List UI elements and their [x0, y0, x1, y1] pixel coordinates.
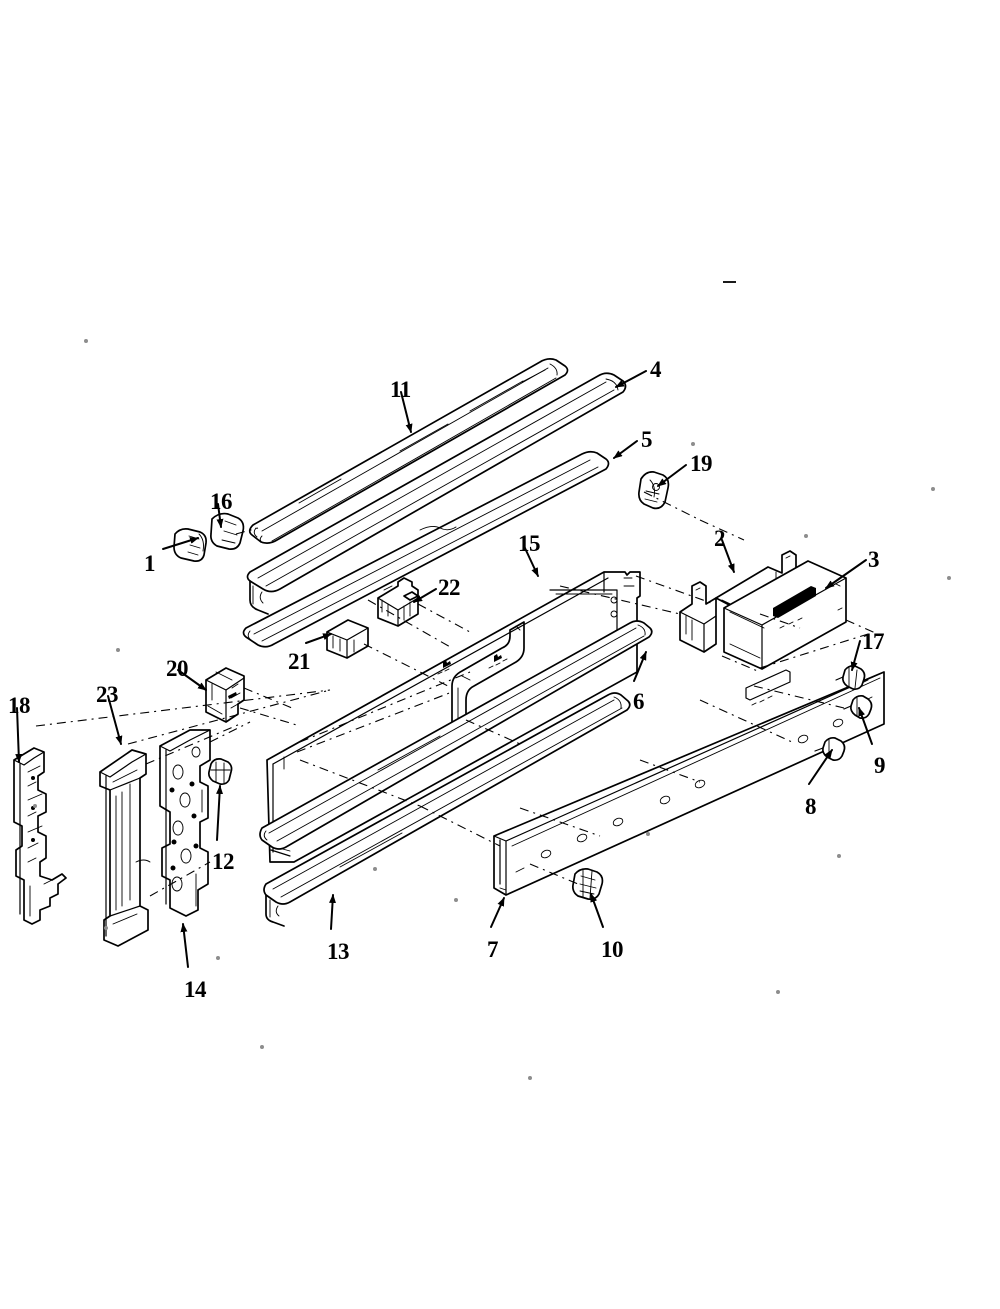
part-13-bottom-trim-rail [263, 692, 631, 927]
scan-speck [528, 1076, 532, 1080]
part-9-screw-lower [843, 694, 873, 720]
scan-speck [260, 1045, 264, 1049]
scan-speck [804, 534, 808, 538]
callout-5: 5 [641, 427, 653, 452]
scan-speck [116, 648, 120, 652]
callout-8: 8 [805, 794, 817, 819]
callout-17: 17 [862, 629, 885, 654]
part-8-screw-panel [814, 736, 846, 762]
callout-2: 2 [714, 526, 726, 551]
part-14-side-mounting-bracket [159, 729, 211, 917]
callout-9: 9 [874, 753, 886, 778]
part-23-door-handle [99, 749, 151, 947]
scan-speck [373, 867, 377, 871]
scan-speck [691, 442, 695, 446]
part-18-left-side-trim [13, 747, 67, 925]
part-7-control-face-panel [493, 669, 885, 896]
part-4-backguard-top-panel [246, 372, 627, 615]
callout-1: 1 [144, 551, 156, 576]
callout-7: 7 [487, 937, 499, 962]
scan-speck [646, 832, 650, 836]
scan-speck [454, 898, 458, 902]
scan-speck [84, 339, 88, 343]
callout-10: 10 [601, 937, 624, 962]
part-11-upper-trim-rail [248, 358, 569, 544]
callout-15: 15 [518, 531, 541, 556]
scan-speck [837, 854, 841, 858]
part-22-switch-assembly [377, 577, 419, 627]
callout-19: 19 [690, 451, 713, 476]
part-20-latch-mechanism [205, 667, 245, 723]
assembly-reference-dashed-lines [35, 491, 883, 897]
scan-speck [216, 956, 220, 960]
callout-18: 18 [8, 693, 31, 718]
callout-leader-lines [15, 370, 873, 968]
scan-speck [33, 804, 37, 808]
callout-11: 11 [390, 377, 411, 402]
callout-23: 23 [96, 682, 119, 707]
part-1-end-cap-left [173, 528, 207, 562]
scan-speck [776, 990, 780, 994]
callout-6: 6 [633, 689, 645, 714]
callout-21: 21 [288, 649, 311, 674]
callout-20: 20 [166, 656, 189, 681]
part-17-screw-upper [835, 664, 866, 691]
callout-22: 22 [438, 575, 461, 600]
part-16-retainer-clip [210, 512, 245, 550]
scan-speck [104, 926, 108, 930]
callout-4: 4 [650, 357, 662, 382]
callout-14: 14 [184, 977, 207, 1002]
part-10-knob-bushing [572, 868, 604, 900]
part-19-corner-bracket [638, 471, 670, 510]
scan-dash-artifact [723, 281, 736, 283]
callout-12: 12 [212, 849, 235, 874]
callout-13: 13 [327, 939, 350, 964]
scan-speck [931, 487, 935, 491]
scan-speck [947, 576, 951, 580]
callout-3: 3 [868, 547, 880, 572]
part-6-lower-trim-rail [259, 620, 653, 850]
part-12-spring-clip [207, 758, 233, 786]
part-5-secondary-trim-rail [242, 450, 610, 648]
part-21-terminal-block [326, 619, 369, 659]
part-3-clock-timer-module [723, 560, 847, 670]
callout-16: 16 [210, 489, 233, 514]
